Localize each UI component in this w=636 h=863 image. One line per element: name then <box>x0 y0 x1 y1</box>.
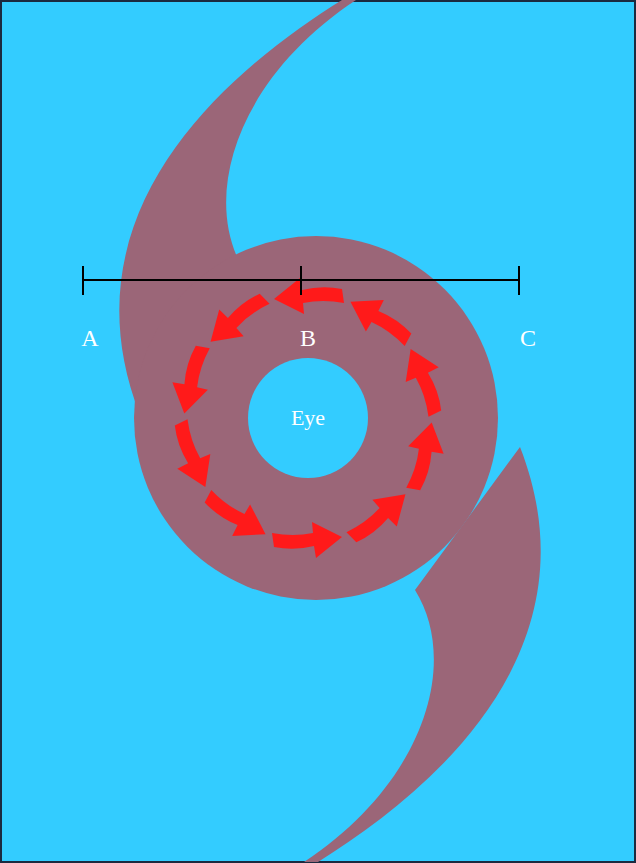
point-label: C <box>520 325 536 352</box>
scale-bar <box>83 266 519 295</box>
node-label: Eye <box>291 405 325 431</box>
storm-disc <box>134 236 498 600</box>
point-label: A <box>81 325 98 352</box>
point-label: B <box>300 325 316 352</box>
wind-arrows <box>164 278 453 558</box>
hurricane-cloud <box>119 0 540 862</box>
eye-circle: Eye <box>248 358 368 478</box>
